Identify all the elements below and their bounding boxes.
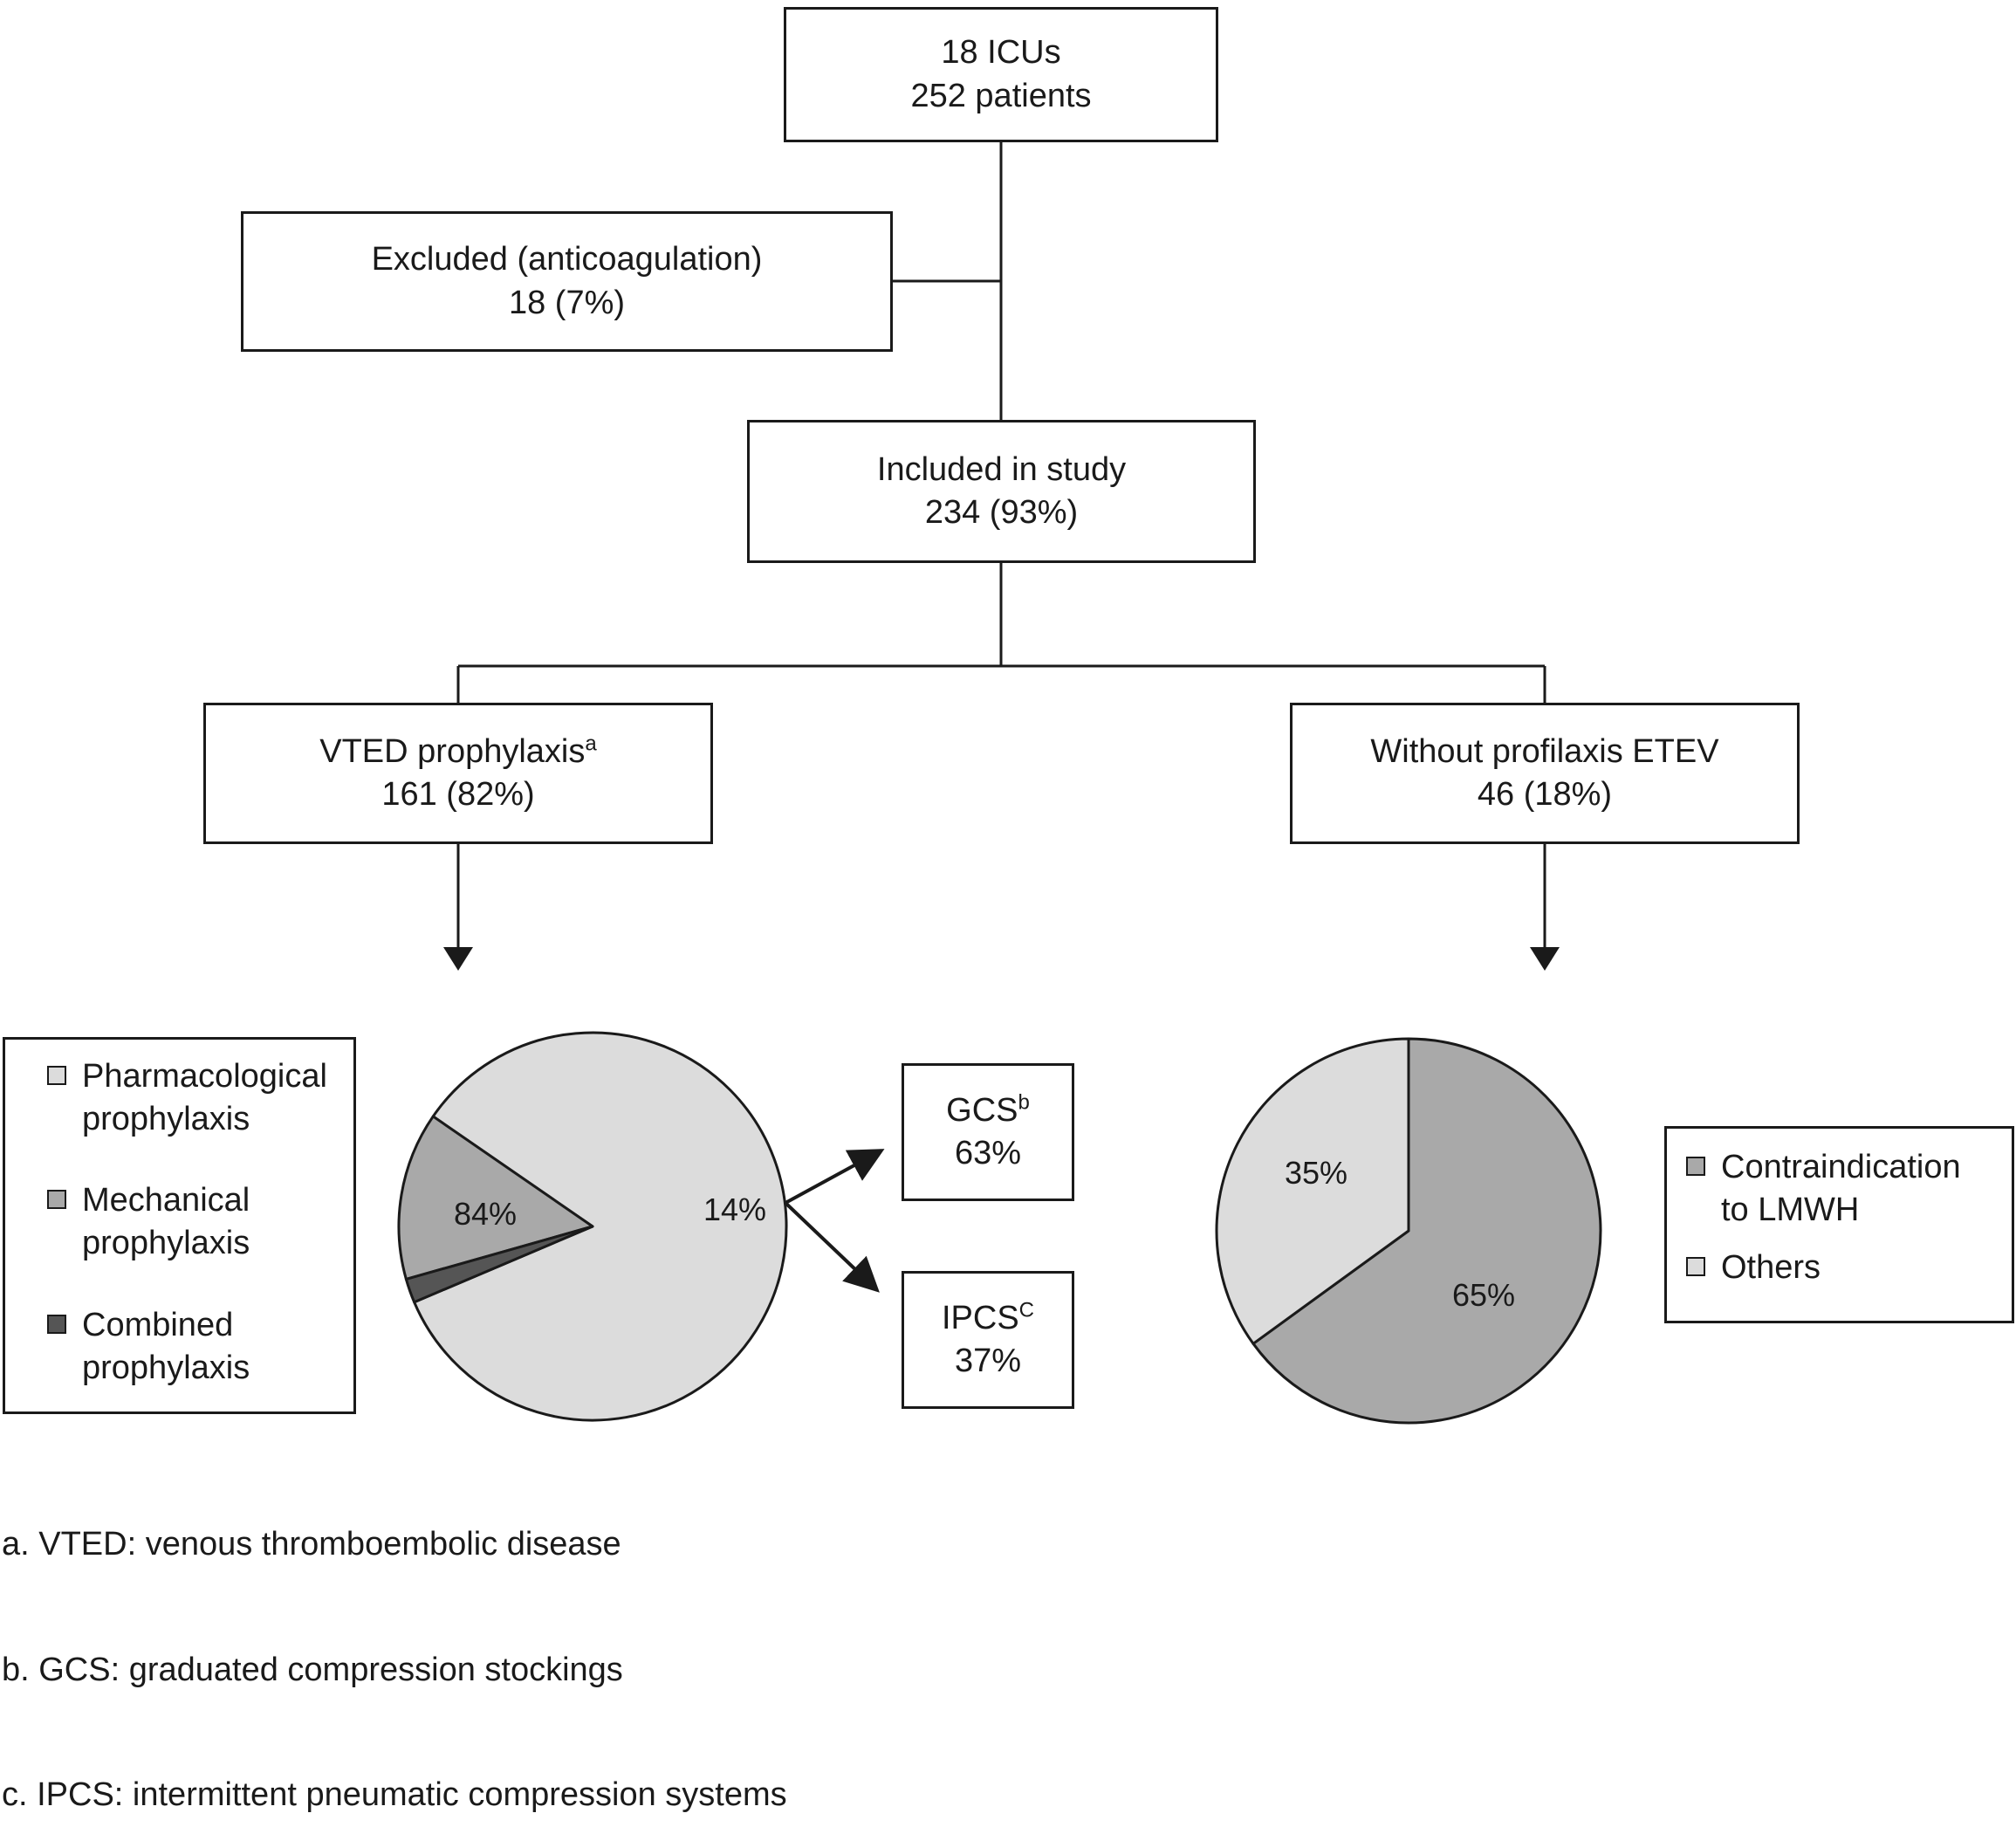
vted-line1: VTED prophylaxisa [319, 731, 596, 773]
pie-label-mechanical: 14% [703, 1192, 767, 1227]
excluded-line1: Excluded (anticoagulation) [371, 241, 763, 278]
without-box: Without profilaxis ETEV 46 (18%) [1290, 703, 1800, 844]
vted-box: VTED prophylaxisa 161 (82%) [203, 703, 713, 844]
legend-label: prophylaxis [82, 1350, 250, 1387]
legend-swatch-combined [47, 1315, 66, 1334]
legend-label: Others [1721, 1249, 1821, 1286]
legend-item-mechanical: Mechanical prophylaxis [47, 1179, 250, 1266]
legend-vted: Pharmacological prophylaxis Mechanical p… [3, 1037, 356, 1414]
included-line2: 234 (93%) [924, 494, 1079, 531]
arrow-down-right [1530, 947, 1560, 971]
legend-item-pharmacological: Pharmacological prophylaxis [47, 1055, 327, 1142]
legend-label: prophylaxis [82, 1225, 250, 1262]
legend-item-others: Others [1686, 1247, 1821, 1289]
pie-slice-pharmacological [413, 1031, 788, 1422]
ipcs-line1: IPCSC [942, 1297, 1034, 1340]
legend-swatch-pharmacological [47, 1066, 66, 1085]
legend-without: Contraindication to LMWH Others [1664, 1126, 2014, 1323]
legend-label: Contraindication [1721, 1149, 1961, 1185]
top-box-line1: 18 ICUs [941, 34, 1061, 72]
ipcs-title: IPCS [941, 1299, 1019, 1336]
included-box: Included in study 234 (93%) [747, 420, 1256, 563]
footnote-c: c. IPCS: intermittent pneumatic compress… [2, 1776, 787, 1813]
footnote-a: a. VTED: venous thromboembolic disease [2, 1526, 621, 1563]
top-box: 18 ICUs 252 patients [784, 7, 1218, 142]
legend-item-contraindication: Contraindication to LMWH [1686, 1146, 1961, 1233]
vted-line2: 161 (82%) [381, 776, 535, 813]
gcs-footnote-mark: b [1018, 1089, 1030, 1114]
legend-swatch-mechanical [47, 1190, 66, 1209]
pie-slice-mechanical [397, 1115, 594, 1281]
legend-label: Combined [82, 1307, 234, 1343]
pie-slice-combined [404, 1225, 594, 1304]
legend-label: Pharmacological [82, 1058, 327, 1095]
vted-title: VTED prophylaxis [319, 732, 586, 770]
pie-label-contraindication: 65% [1452, 1277, 1516, 1313]
excluded-box: Excluded (anticoagulation) 18 (7%) [241, 211, 893, 352]
legend-swatch-contraindication [1686, 1157, 1705, 1176]
without-line1: Without profilaxis ETEV [1370, 732, 1719, 770]
gcs-line2: 63% [954, 1135, 1022, 1171]
pie-slice-others [1215, 1037, 1410, 1345]
arrow-to-ipcs [784, 1201, 880, 1293]
gcs-box: GCSb 63% [902, 1063, 1074, 1201]
top-box-line2: 252 patients [910, 77, 1092, 114]
legend-label: prophylaxis [82, 1101, 250, 1138]
arrow-down-left [443, 947, 473, 971]
ipcs-line2: 37% [954, 1343, 1022, 1379]
pie-slice-contraindication [1251, 1037, 1602, 1425]
pie-chart-vted [397, 1031, 788, 1422]
legend-item-combined: Combined prophylaxis [47, 1304, 250, 1391]
legend-label: to LMWH [1721, 1192, 1860, 1229]
ipcs-footnote-mark: C [1018, 1297, 1035, 1322]
footnote-b: b. GCS: graduated compression stockings [2, 1652, 623, 1688]
arrow-to-gcs [785, 1149, 885, 1205]
pie-label-pharmacological: 84% [454, 1196, 518, 1232]
excluded-line2: 18 (7%) [508, 284, 626, 321]
legend-label: Mechanical [82, 1182, 250, 1219]
legend-swatch-others [1686, 1257, 1705, 1276]
ipcs-box: IPCSC 37% [902, 1271, 1074, 1409]
vted-footnote-mark: a [585, 731, 597, 755]
gcs-line1: GCSb [946, 1089, 1030, 1132]
without-line2: 46 (18%) [1477, 776, 1613, 813]
pie-chart-without [1215, 1037, 1602, 1425]
included-line1: Included in study [876, 450, 1127, 488]
gcs-title: GCS [946, 1091, 1018, 1129]
pie-label-others: 35% [1285, 1155, 1348, 1191]
